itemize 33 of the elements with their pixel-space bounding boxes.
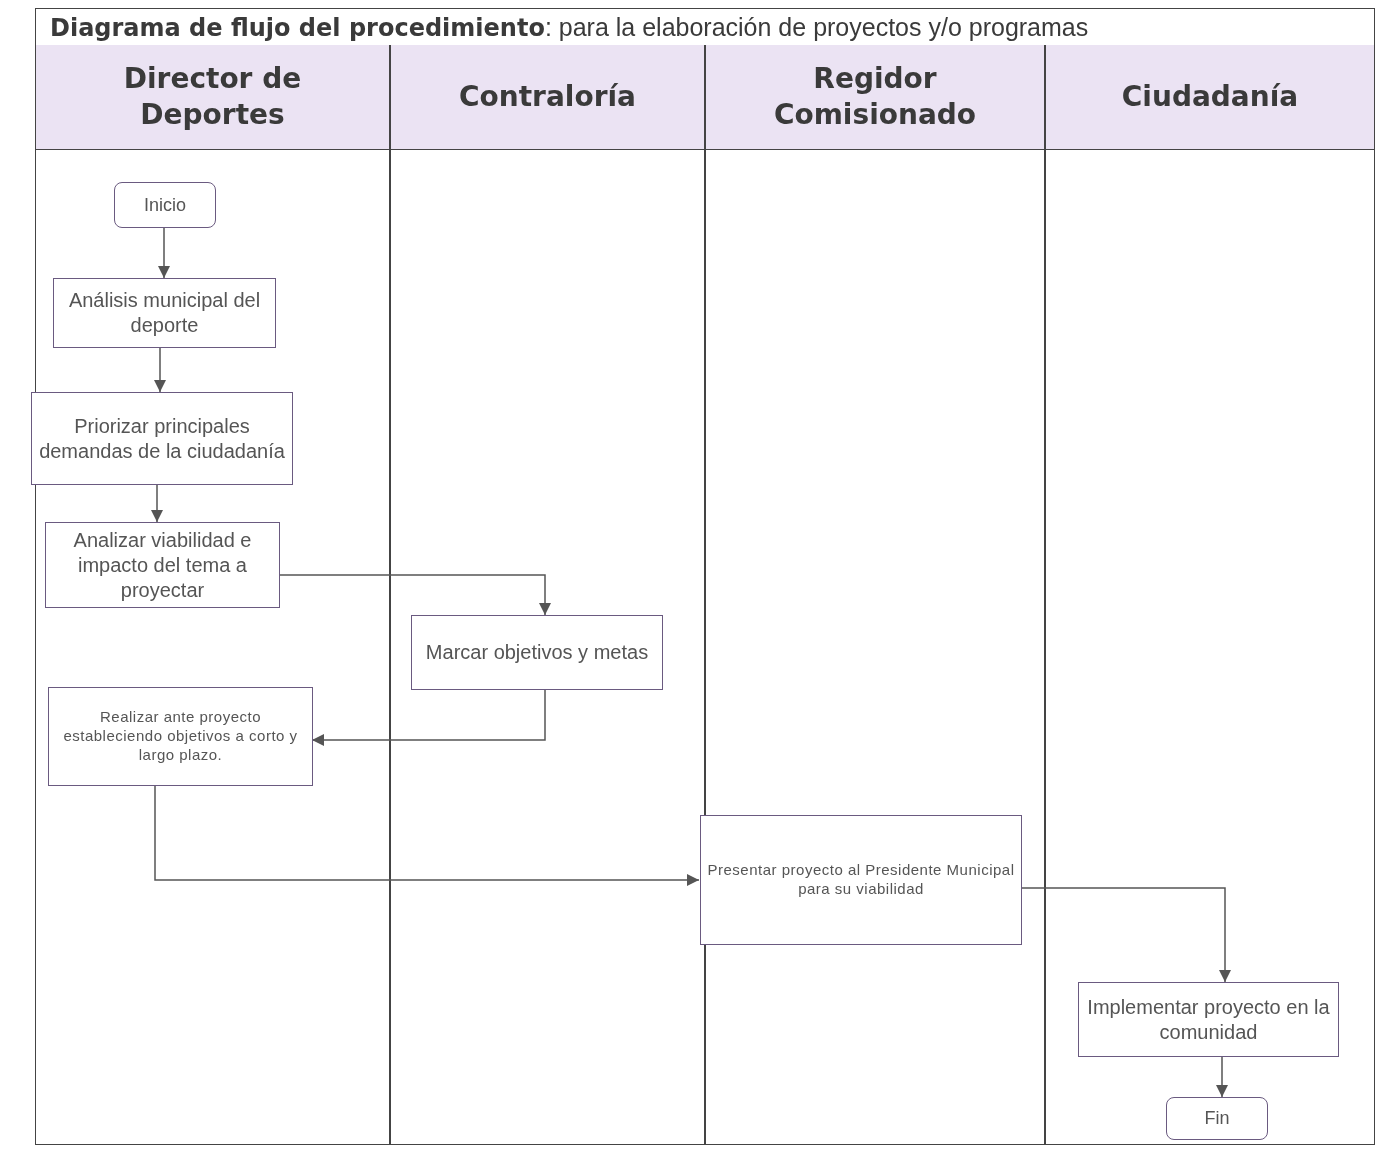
box-text: Priorizar principales demandas de la ciudadanía: [38, 413, 286, 464]
arrow: [278, 574, 551, 616]
terminal-box: [1166, 1097, 1268, 1140]
box-text: Inicio: [144, 193, 186, 217]
swimlane: [1045, 45, 1375, 1145]
box-text: Implementar proyecto en la comunidad: [1086, 994, 1331, 1045]
box-text: Realizar ante proyecto estableciendo objetivos a corto y largo plazo.: [62, 708, 299, 765]
box-text: Presentar proyecto al Presidente Municipal para su viabilidad: [706, 861, 1016, 899]
arrow: [158, 227, 170, 279]
arrow: [1020, 887, 1231, 983]
box-text: Analizar viabilidad e impacto del tema a proyectar: [72, 527, 253, 603]
process-box: [700, 815, 1022, 945]
process-box: [53, 278, 276, 348]
process-box: [411, 615, 663, 690]
process-box: [31, 392, 293, 485]
swimlane: [390, 45, 705, 1145]
arrow: [154, 785, 700, 886]
lane-title: Director de Deportes: [122, 60, 303, 133]
arrow: [311, 689, 546, 746]
lane-title: Contraloría: [459, 78, 636, 115]
arrow: [1216, 1056, 1228, 1098]
lane-title: Regidor Comisionado: [772, 60, 978, 133]
process-box: [45, 522, 280, 608]
diagram-title: Diagrama de flujo del procedimiento: para la elaboración de proyectos y/o programas: [50, 12, 1089, 42]
lane-title: Ciudadanía: [1121, 78, 1299, 115]
terminal-box: [114, 182, 216, 228]
arrow: [151, 484, 163, 523]
process-box: [48, 687, 313, 786]
box-text: Análisis municipal del deporte: [67, 288, 262, 338]
box-text: Fin: [1204, 1107, 1230, 1130]
arrow: [154, 347, 166, 393]
box-text: Marcar objetivos y metas: [425, 640, 649, 665]
process-box: [1078, 982, 1339, 1057]
